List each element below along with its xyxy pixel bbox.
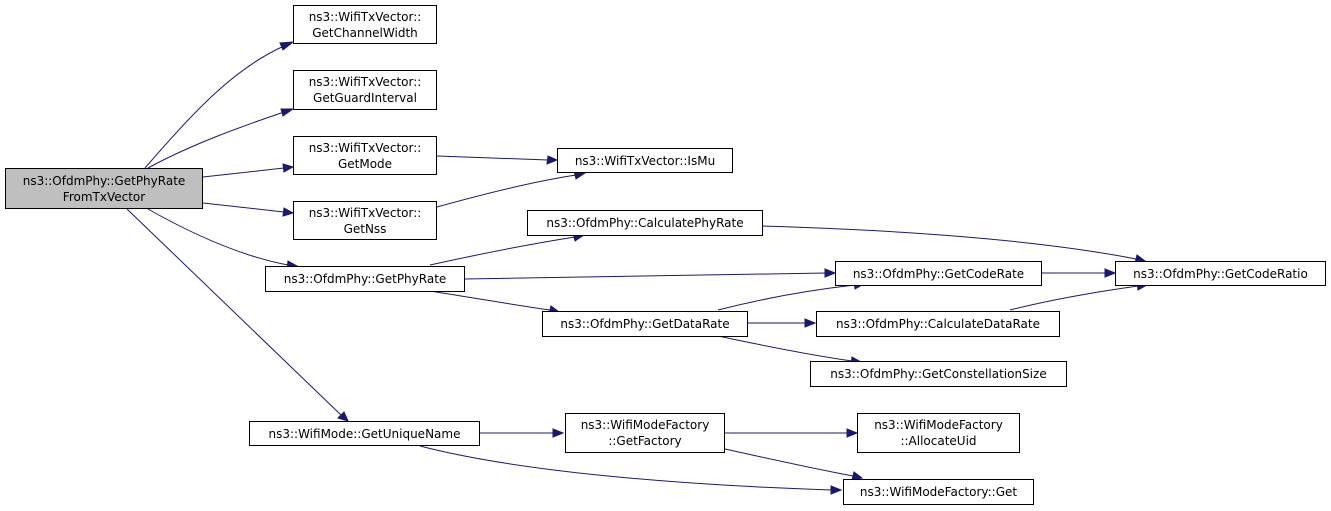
node-calculatePhyRate[interactable]: ns3::OfdmPhy::CalculatePhyRate <box>527 210 763 236</box>
edge-root-getUniqueName <box>126 208 342 416</box>
node-calculatePhyRate-label: ns3::OfdmPhy::CalculatePhyRate <box>546 216 744 230</box>
edge-getDataRate-getCodeRate <box>717 284 856 311</box>
node-getDataRate-label: ns3::OfdmPhy::GetDataRate <box>560 317 730 331</box>
node-getFactory-label-2: ::GetFactory <box>608 434 682 448</box>
node-getNss[interactable]: ns3::WifiTxVector:: GetNss <box>293 201 437 240</box>
node-allocateUid-label-2: ::AllocateUid <box>900 434 977 448</box>
edge-root-getChannelWidth <box>144 45 285 169</box>
node-calculateDataRate[interactable]: ns3::OfdmPhy::CalculateDataRate <box>816 311 1060 337</box>
edge-arrow <box>830 485 843 495</box>
node-getMode-label-1: ns3::WifiTxVector:: <box>308 140 422 155</box>
edge-arrow <box>824 268 837 278</box>
node-getNss-label-1: ns3::WifiTxVector:: <box>308 205 422 220</box>
node-isMu-label: ns3::WifiTxVector::IsMu <box>574 153 716 168</box>
edge-arrow <box>280 108 295 117</box>
edge-calculatePhyRate-getCodeRatio <box>761 225 1137 260</box>
edge-arrow <box>337 411 349 422</box>
node-getNss-label-2: GetNss <box>343 221 387 236</box>
node-getDataRate[interactable]: ns3::OfdmPhy::GetDataRate <box>542 311 748 337</box>
node-getConstellationSize-label: ns3::OfdmPhy::GetConstellationSize <box>830 367 1047 381</box>
edge-root-getPhyRate <box>147 208 289 266</box>
edge-arrow <box>846 428 859 438</box>
node-root: ns3::OfdmPhy::GetPhyRate FromTxVector <box>5 168 203 209</box>
edge-getPhyRate-calculatePhyRate <box>429 236 576 266</box>
node-getMode-label-2: GetMode <box>337 156 393 171</box>
node-allocateUid-label-1: ns3::WifiModeFactory <box>874 418 1003 432</box>
node-getChannelWidth[interactable]: ns3::WifiTxVector:: GetChannelWidth <box>293 5 437 44</box>
node-factoryGet-label: ns3::WifiModeFactory::Get <box>859 485 1018 499</box>
edge-getPhyRate-getDataRate <box>429 290 551 311</box>
node-getCodeRatio-label: ns3::OfdmPhy::GetCodeRatio <box>1133 266 1308 281</box>
edge-root-getGuardInterval <box>147 111 285 169</box>
node-getFactory[interactable]: ns3::WifiModeFactory ::GetFactory <box>565 413 725 453</box>
node-getChannelWidth-label-1: ns3::WifiTxVector:: <box>308 9 422 24</box>
node-getUniqueName[interactable]: ns3::WifiMode::GetUniqueName <box>249 421 480 446</box>
node-factoryGet[interactable]: ns3::WifiModeFactory::Get <box>843 479 1034 505</box>
node-allocateUid[interactable]: ns3::WifiModeFactory ::AllocateUid <box>857 413 1020 453</box>
node-getGuardInterval[interactable]: ns3::WifiTxVector:: GetGuardInterval <box>293 70 437 110</box>
edge-arrow <box>1104 268 1117 278</box>
node-getCodeRate-label: ns3::OfdmPhy::GetCodeRate <box>852 266 1025 281</box>
node-getChannelWidth-label-2: GetChannelWidth <box>312 25 418 40</box>
edge-getMode-isMu <box>436 155 549 161</box>
node-getPhyRate[interactable]: ns3::OfdmPhy::GetPhyRate <box>265 266 465 292</box>
edge-root-getNss <box>202 202 285 213</box>
edge-getNss-isMu <box>436 174 577 208</box>
edge-arrow <box>552 428 565 438</box>
node-getGuardInterval-label-1: ns3::WifiTxVector:: <box>308 75 422 89</box>
edge-getFactory-factoryGet <box>724 448 854 477</box>
node-getGuardInterval-label-2: GetGuardInterval <box>313 91 417 105</box>
edge-arrow <box>282 207 295 217</box>
node-root-label-2: FromTxVector <box>62 189 146 204</box>
node-getMode[interactable]: ns3::WifiTxVector:: GetMode <box>293 136 437 175</box>
edge-arrow <box>546 155 559 165</box>
edge-calculateDataRate-getCodeRatio <box>1009 285 1139 311</box>
node-getConstellationSize[interactable]: ns3::OfdmPhy::GetConstellationSize <box>810 361 1067 387</box>
node-getCodeRatio[interactable]: ns3::OfdmPhy::GetCodeRatio <box>1115 261 1326 286</box>
edge-root-getMode <box>202 167 285 178</box>
edge-getPhyRate-getCodeRate <box>464 272 827 280</box>
edge-arrow <box>279 41 295 51</box>
node-getFactory-label-1: ns3::WifiModeFactory <box>580 418 710 432</box>
node-getPhyRate-label: ns3::OfdmPhy::GetPhyRate <box>283 272 447 286</box>
node-getUniqueName-label: ns3::WifiMode::GetUniqueName <box>268 426 461 441</box>
node-getCodeRate[interactable]: ns3::OfdmPhy::GetCodeRate <box>835 261 1042 286</box>
edge-arrow <box>282 163 295 173</box>
node-isMu[interactable]: ns3::WifiTxVector::IsMu <box>557 148 733 173</box>
edge-arrow <box>804 318 817 328</box>
node-calculateDataRate-label: ns3::OfdmPhy::CalculateDataRate <box>836 317 1040 331</box>
edge-getDataRate-getConstellationSize <box>717 335 853 362</box>
edge-getUniqueName-factoryGet <box>419 445 833 491</box>
node-root-label-1: ns3::OfdmPhy::GetPhyRate <box>22 173 186 188</box>
